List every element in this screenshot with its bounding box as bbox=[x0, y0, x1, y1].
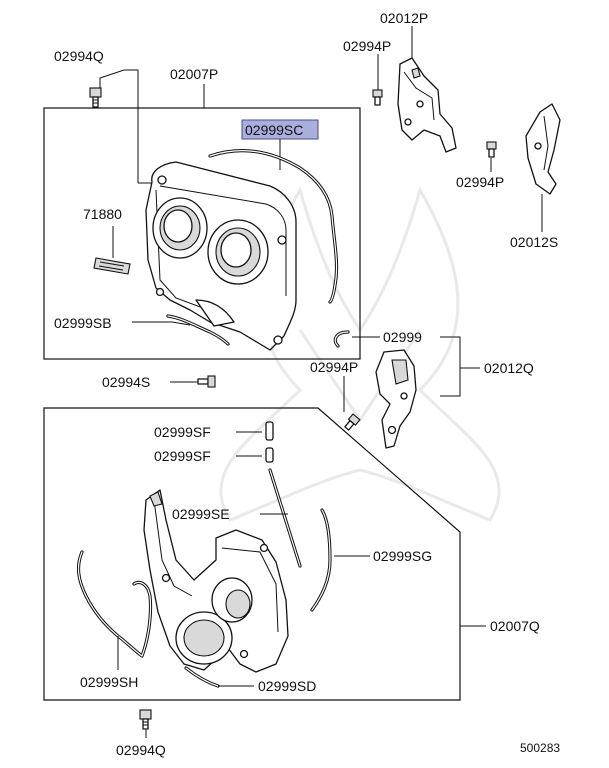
bolt-icon bbox=[344, 413, 361, 431]
label-clip: 02999 bbox=[383, 329, 422, 345]
label-bolt-bracket-top: 02994P bbox=[343, 38, 391, 54]
bolt-icon bbox=[139, 709, 152, 730]
label-lower-cover-set: 02007Q bbox=[490, 618, 540, 634]
gasket-icon bbox=[268, 468, 302, 568]
timing-cover-upper bbox=[145, 161, 297, 351]
bracket-icon bbox=[397, 57, 457, 153]
diagram-number: 500283 bbox=[520, 741, 560, 755]
label-gasket-sh: 02999SH bbox=[80, 674, 138, 690]
gasket-icon bbox=[208, 149, 339, 304]
clip-icon bbox=[333, 330, 350, 348]
leader-bracket-mid-b bbox=[440, 368, 461, 397]
highlight-box bbox=[241, 119, 319, 140]
bolt-icon bbox=[372, 89, 383, 106]
bracket-icon bbox=[525, 103, 561, 195]
label-bracket-mid: 02012Q bbox=[484, 360, 534, 376]
label-bolt-bottom: 02994Q bbox=[116, 742, 166, 758]
label-plate: 71880 bbox=[83, 206, 122, 222]
label-bracket-top: 02012P bbox=[380, 10, 428, 26]
leader-bracket-mid-a bbox=[440, 336, 480, 369]
bolt-icon bbox=[197, 375, 216, 388]
bolt-icon bbox=[89, 87, 102, 108]
gasket-icon bbox=[166, 314, 230, 346]
label-upper-cover-set: 02007P bbox=[170, 66, 218, 82]
label-gasket-se: 02999SE bbox=[172, 506, 230, 522]
leader-bolt-top-left bbox=[99, 69, 139, 108]
label-bolt-left-mid: 02994S bbox=[102, 374, 150, 390]
label-bracket-right: 02012S bbox=[510, 234, 558, 250]
lower-cover-frame bbox=[43, 407, 461, 701]
leader-gasket-sb bbox=[132, 321, 191, 326]
label-gasket-sc: 02999SC bbox=[245, 122, 303, 138]
label-seal-sf-1: 02999SF bbox=[154, 424, 211, 440]
seal-icon bbox=[265, 447, 274, 463]
upper-cover-frame bbox=[43, 107, 361, 360]
gasket-icon bbox=[76, 550, 153, 658]
seal-icon bbox=[265, 421, 274, 441]
label-seal-sf-2: 02999SF bbox=[154, 448, 211, 464]
label-bolt-top-left: 02994Q bbox=[54, 48, 104, 64]
label-bolt-bracket-right: 02994P bbox=[456, 174, 504, 190]
timing-cover-lower bbox=[143, 489, 289, 673]
label-bolt-mid: 02994P bbox=[310, 359, 358, 375]
gasket-icon bbox=[310, 508, 332, 612]
bracket-icon bbox=[375, 349, 417, 449]
gasket-icon bbox=[184, 666, 220, 688]
bolt-icon bbox=[486, 141, 497, 158]
label-plate-icon bbox=[93, 257, 131, 275]
label-gasket-sd: 02999SD bbox=[258, 678, 316, 694]
label-gasket-sg: 02999SG bbox=[373, 548, 432, 564]
label-gasket-sb: 02999SB bbox=[54, 315, 112, 331]
